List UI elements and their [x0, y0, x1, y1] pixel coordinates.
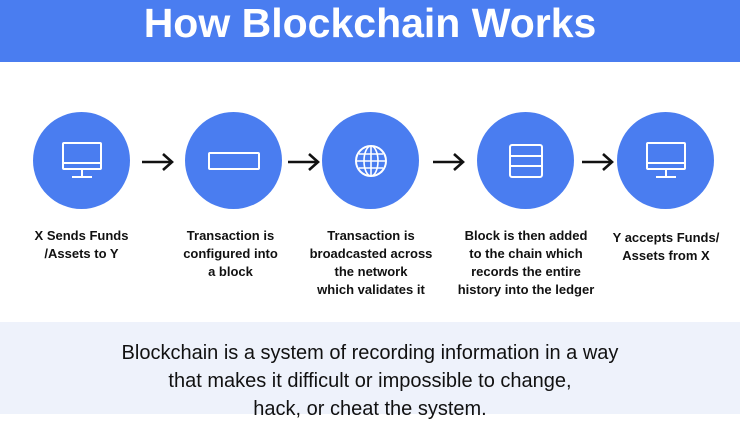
step-2-label: Transaction is configured into a block [183, 228, 278, 279]
arrow-right-icon [142, 153, 174, 171]
step-4-label: Block is then added to the chain which r… [457, 228, 595, 297]
step-2-circle [185, 112, 282, 209]
step-3-circle [322, 112, 419, 209]
step-5-label: Y accepts Funds/ Assets from X [612, 230, 720, 263]
definition-text: Blockchain is a system of recording info… [121, 342, 619, 420]
page-title: How Blockchain Works [143, 0, 597, 46]
rectangle-block-icon [207, 151, 260, 170]
step-1-label: X Sends Funds /Assets to Y [34, 228, 129, 261]
step-1-circle [33, 112, 130, 209]
stacked-blocks-icon [508, 143, 543, 178]
arrow-right-icon [288, 153, 320, 171]
step-3-label: Transaction is broadcasted across the ne… [309, 228, 433, 297]
definition-panel: Blockchain is a system of recording info… [0, 322, 740, 420]
arrow-right-icon [582, 153, 614, 171]
header-banner: How Blockchain Works [0, 0, 740, 62]
step-4-circle [477, 112, 574, 209]
arrow-right-icon [433, 153, 465, 171]
monitor-icon [61, 141, 102, 178]
globe-icon [354, 144, 387, 177]
monitor-icon [645, 141, 686, 178]
step-5-circle [617, 112, 714, 209]
